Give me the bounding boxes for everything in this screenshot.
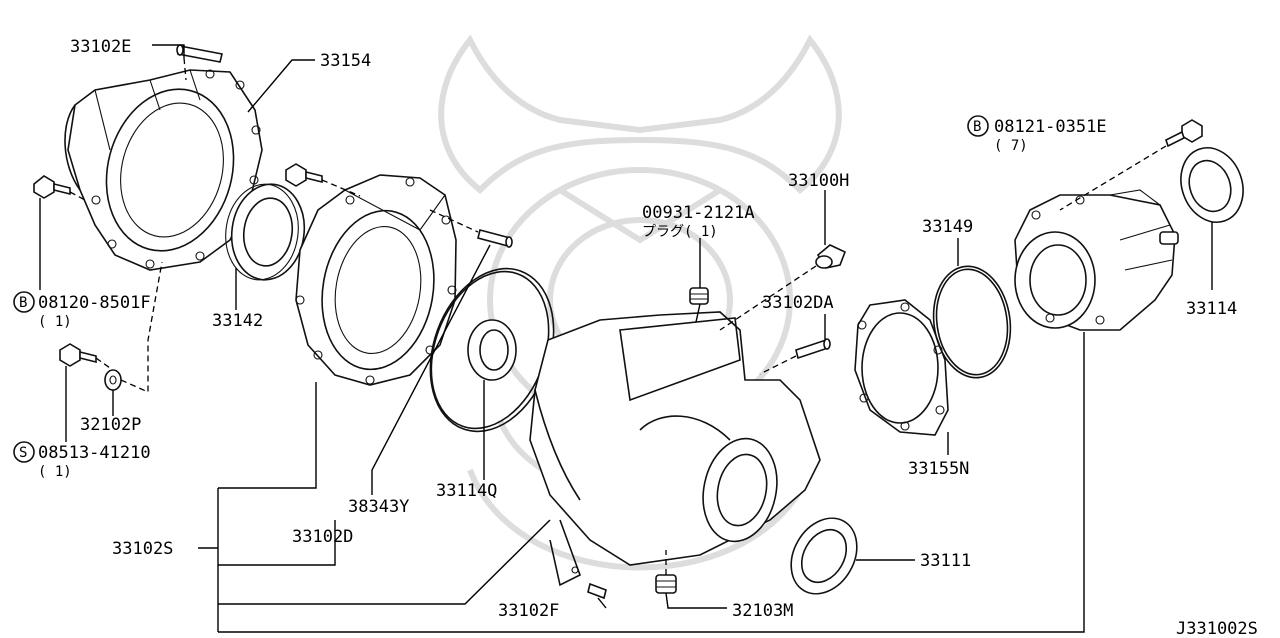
bearing-part-33114Q [467,319,517,381]
circle-badge-b-right [967,115,989,137]
label-33142: 33142 [212,311,263,331]
label-38343Y: 38343Y [348,497,409,517]
extension-housing-part [1014,189,1179,331]
circle-badge-b-left [13,291,35,313]
transfer-case-part [529,311,821,587]
label-33114Q: 33114Q [436,481,497,501]
label-33102F: 33102F [498,601,559,621]
label-33155N: 33155N [908,459,969,479]
washer-part-32102P [104,369,122,391]
label-33102DA: 33102DA [762,293,834,313]
label-00931-2121A: 00931-2121A [642,203,755,223]
label-33102E: 33102E [70,37,131,57]
plug-part-00931 [689,287,709,305]
dowel-pin-part-33102F [587,582,607,600]
label-33114: 33114 [1186,299,1237,319]
rear-housing-part [64,69,263,271]
label-33149: 33149 [922,217,973,237]
label-08120-8501F: 08120-8501F [38,293,151,313]
oil-seal-part-33111 [790,517,858,595]
badge-b-left: B [19,295,27,311]
diagram-code: J331002S [1176,619,1258,638]
dowel-pin-part-33102DA [795,338,831,360]
dowel-pin-adapter [477,229,513,248]
label-08121-0351E: 08121-0351E [994,117,1107,137]
label-00931-note: プラグ( 1) [642,224,718,240]
bolt-part-08121 [1165,119,1203,148]
label-33102D: 33102D [292,527,353,547]
label-33154: 33154 [320,51,371,71]
label-33102S: 33102S [112,539,173,559]
label-33111: 33111 [920,551,971,571]
badge-s-left: S [19,445,27,461]
breather-part-33100H [815,244,847,269]
bolt-part-adapter [285,163,323,187]
label-32103M: 32103M [732,601,793,621]
oil-seal-part-33114 [1180,147,1244,223]
label-08120-qty: ( 1) [38,314,72,330]
adapter-housing-part [295,174,457,386]
oil-seal-part-33142 [225,183,306,281]
label-32102P: 32102P [80,415,141,435]
bolt-part-08513 [59,343,97,367]
label-08513-qty: ( 1) [38,464,72,480]
drain-plug-part-32103M [655,574,677,594]
label-33100H: 33100H [788,171,849,191]
badge-b-right: B [973,119,981,135]
bolt-part-08120 [33,175,71,199]
label-08121-qty: ( 7) [994,138,1028,154]
gasket-part-33155N [854,299,949,436]
label-08513-41210: 08513-41210 [38,443,151,463]
circle-badge-s-left [13,441,35,463]
o-ring-part-33149 [932,265,1012,379]
